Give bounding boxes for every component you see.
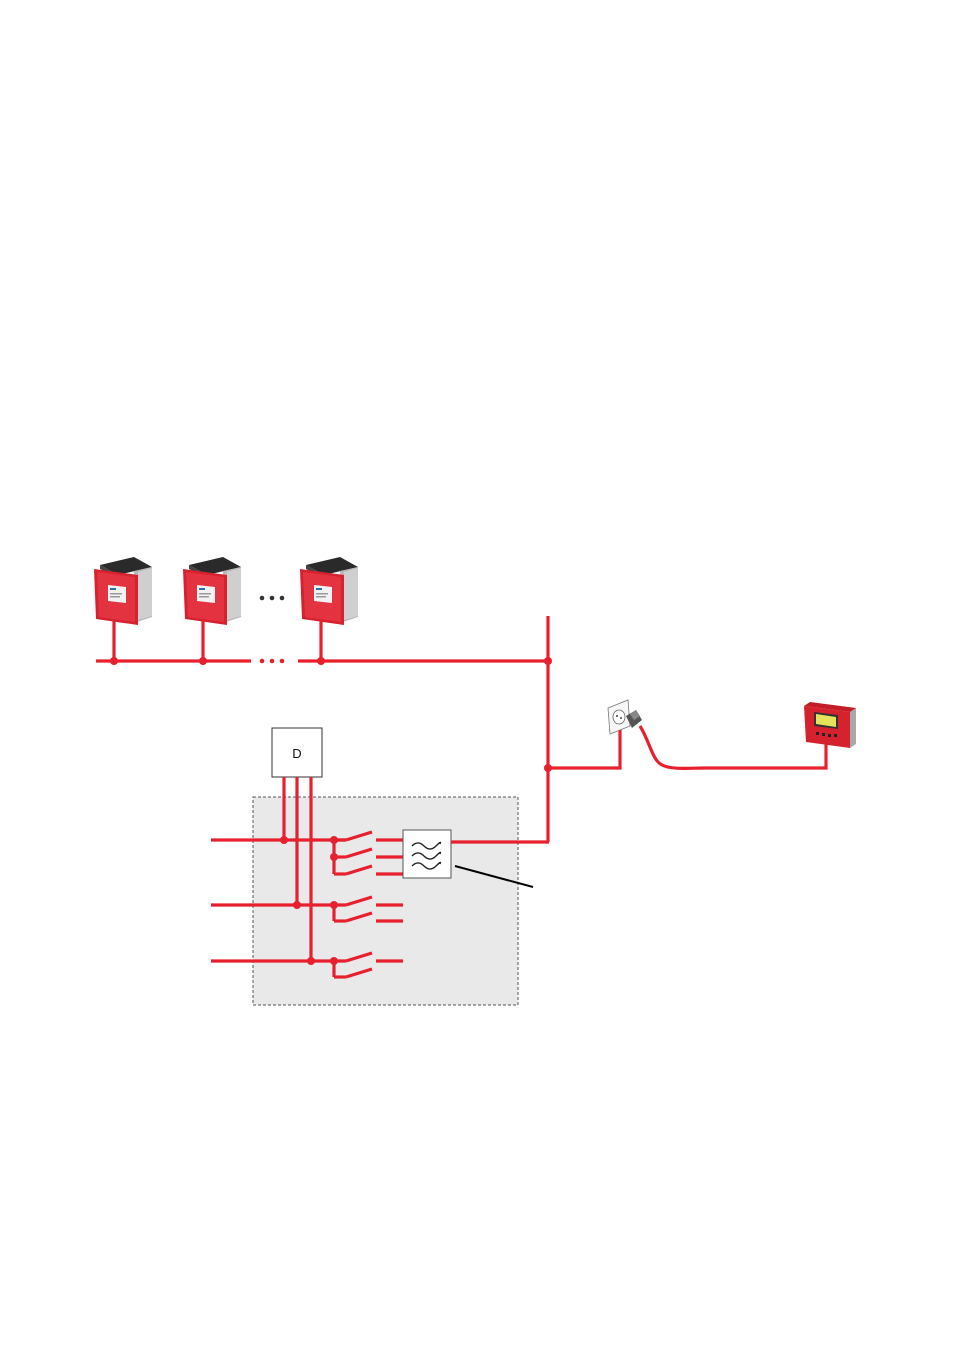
junction-node: [544, 657, 552, 665]
junction-node: [307, 957, 315, 965]
junction-node: [293, 901, 301, 909]
inverter-icon: [183, 557, 241, 625]
ellipsis-icon: [259, 595, 285, 601]
inverter-icon: [300, 557, 358, 625]
junction-node: [280, 836, 288, 844]
circuit-breaker-icon: [330, 830, 403, 979]
meter-label: D: [292, 746, 301, 761]
display-monitor-icon: [804, 702, 856, 748]
leader-line: [454, 865, 534, 888]
outlet-branch-wire: [548, 730, 622, 770]
power-outlet-icon: [607, 699, 631, 735]
inverter-icon: [94, 557, 152, 625]
plug-icon: [626, 710, 642, 728]
low-pass-filter-icon: [402, 829, 452, 879]
bus-ellipsis-icon: [259, 658, 285, 664]
junction-node: [317, 657, 325, 665]
distribution-board-enclosure: [252, 796, 519, 1006]
monitor-cable: [638, 725, 828, 770]
meter-box: D: [271, 727, 323, 778]
junction-node: [110, 657, 118, 665]
junction-node: [199, 657, 207, 665]
